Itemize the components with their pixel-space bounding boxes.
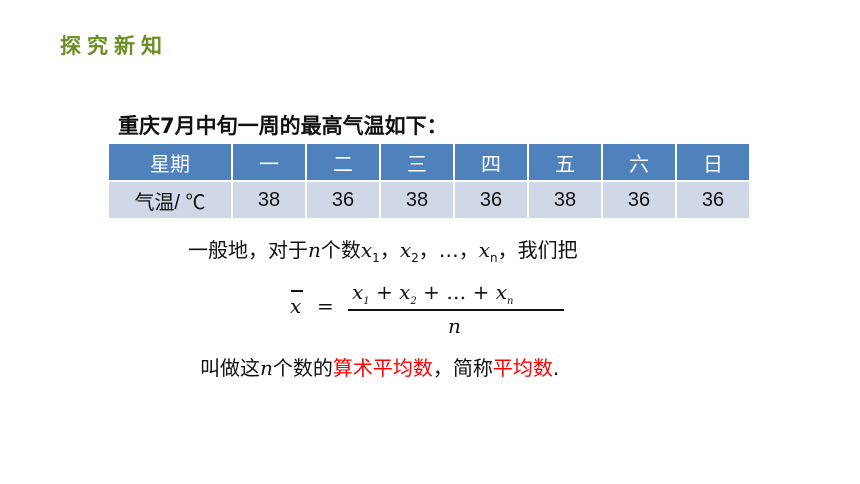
definition-post: ，我们把 bbox=[497, 238, 578, 262]
separator: ， bbox=[379, 238, 400, 262]
table-row: 气温/ ℃ 38 36 38 36 38 36 36 bbox=[107, 180, 751, 220]
ellipsis: ，…， bbox=[418, 238, 479, 262]
table-header-row: 星期 一 二 三 四 五 六 日 bbox=[107, 142, 751, 182]
header-cell: 六 bbox=[601, 142, 677, 182]
term-arithmetic-mean: 算术平均数 bbox=[332, 356, 433, 380]
header-cell: 五 bbox=[527, 142, 603, 182]
term-mean: 平均数 bbox=[492, 356, 553, 380]
table-cell: 38 bbox=[527, 180, 603, 220]
table-cell: 38 bbox=[379, 180, 455, 220]
header-cell: 一 bbox=[231, 142, 307, 182]
table-cell: 36 bbox=[601, 180, 677, 220]
fraction-bar bbox=[348, 309, 564, 311]
equals-sign: = bbox=[317, 294, 334, 318]
variable-x2: x bbox=[399, 238, 412, 262]
intro-text: 重庆7月中旬一周的最高气温如下： bbox=[118, 114, 448, 138]
x-bar: x bbox=[290, 290, 304, 318]
header-cell: 三 bbox=[379, 142, 455, 182]
subscript-1: 1 bbox=[372, 251, 380, 265]
table-cell: 36 bbox=[675, 180, 751, 220]
variable-n: n bbox=[308, 238, 321, 262]
header-cell: 日 bbox=[675, 142, 751, 182]
formula-numerator: x1 + x2 + … + xn bbox=[352, 280, 514, 307]
header-cell: 星期 bbox=[107, 142, 233, 182]
conclusion-text: 叫做这n个数的算术平均数，简称平均数. bbox=[200, 356, 560, 380]
definition-pre: 一般地，对于 bbox=[188, 238, 308, 262]
temperature-table: 星期 一 二 三 四 五 六 日 气温/ ℃ 38 36 38 36 38 36… bbox=[107, 142, 751, 220]
header-cell: 二 bbox=[305, 142, 381, 182]
formula-denominator: n bbox=[448, 314, 461, 338]
subscript-2: 2 bbox=[411, 251, 419, 265]
table-cell: 36 bbox=[453, 180, 529, 220]
table-cell: 38 bbox=[231, 180, 307, 220]
definition-mid: 个数 bbox=[320, 238, 361, 262]
subscript-n: n bbox=[490, 251, 498, 265]
variable-x1: x bbox=[360, 238, 373, 262]
row-label-cell: 气温/ ℃ bbox=[107, 180, 233, 220]
definition-text: 一般地，对于n个数x1，x2，…，xn，我们把 bbox=[188, 234, 578, 265]
variable-n: n bbox=[260, 356, 273, 380]
header-cell: 四 bbox=[453, 142, 529, 182]
variable-xn: x bbox=[478, 238, 491, 262]
table-cell: 36 bbox=[305, 180, 381, 220]
section-title: 探究新知 bbox=[60, 34, 168, 58]
